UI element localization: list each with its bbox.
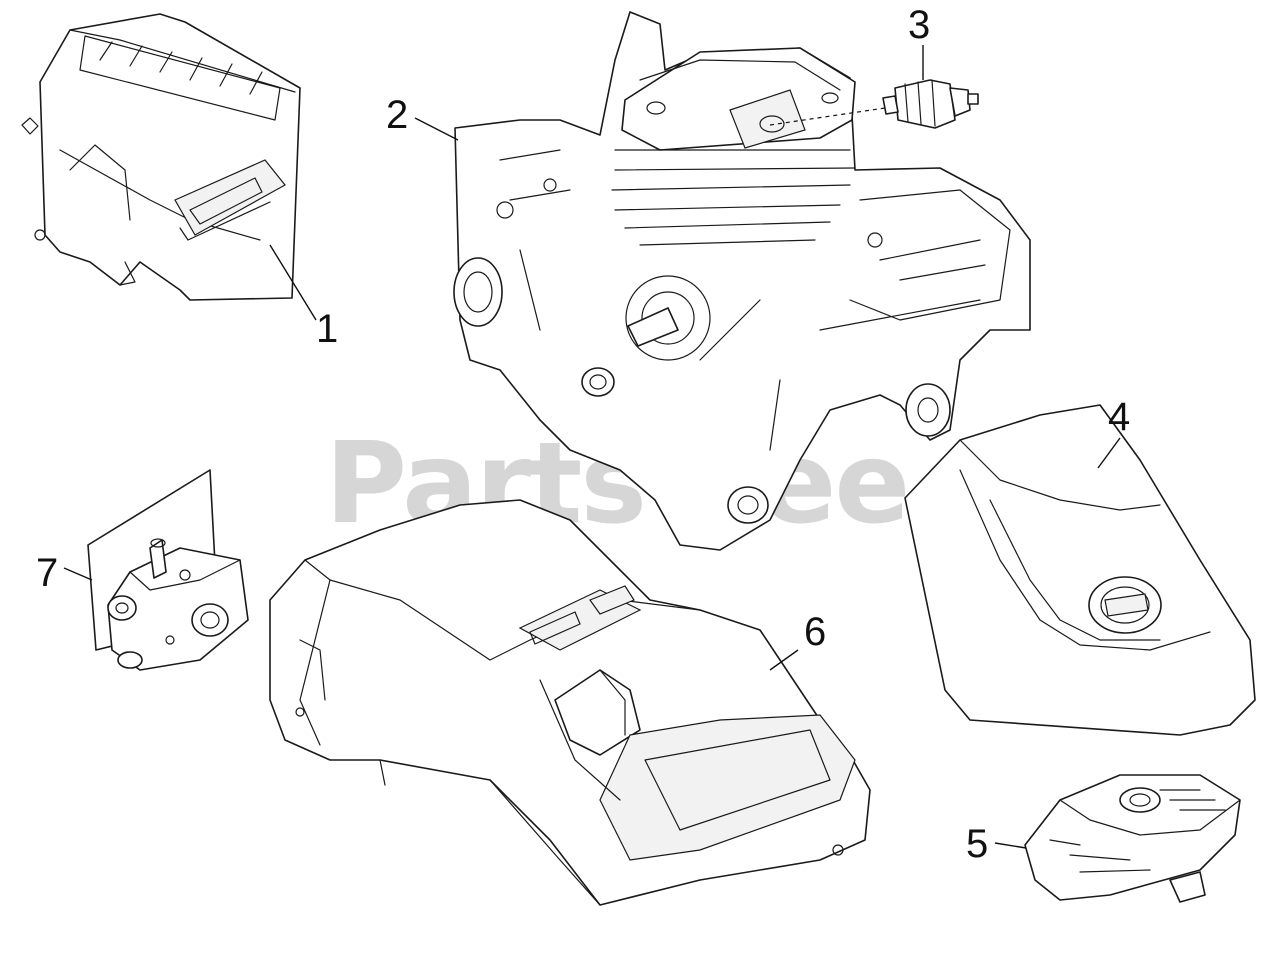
air-filter-icon[interactable] xyxy=(1024,774,1241,903)
callout-6: 6 xyxy=(804,610,826,654)
spark-plug-icon[interactable] xyxy=(882,79,979,129)
callout-3: 3 xyxy=(908,3,930,47)
carburetor-icon[interactable] xyxy=(87,469,249,671)
callout-1: 1 xyxy=(316,307,338,351)
callout-7: 7 xyxy=(36,551,58,595)
muffler-icon[interactable] xyxy=(21,13,301,301)
callout-5: 5 xyxy=(966,822,988,866)
top-cover-icon[interactable] xyxy=(904,404,1256,736)
callout-2: 2 xyxy=(386,93,408,137)
callout-4: 4 xyxy=(1108,395,1130,439)
shroud-housing-icon[interactable] xyxy=(269,499,871,906)
engine-crankcase-cylinder-icon[interactable] xyxy=(453,11,1031,551)
